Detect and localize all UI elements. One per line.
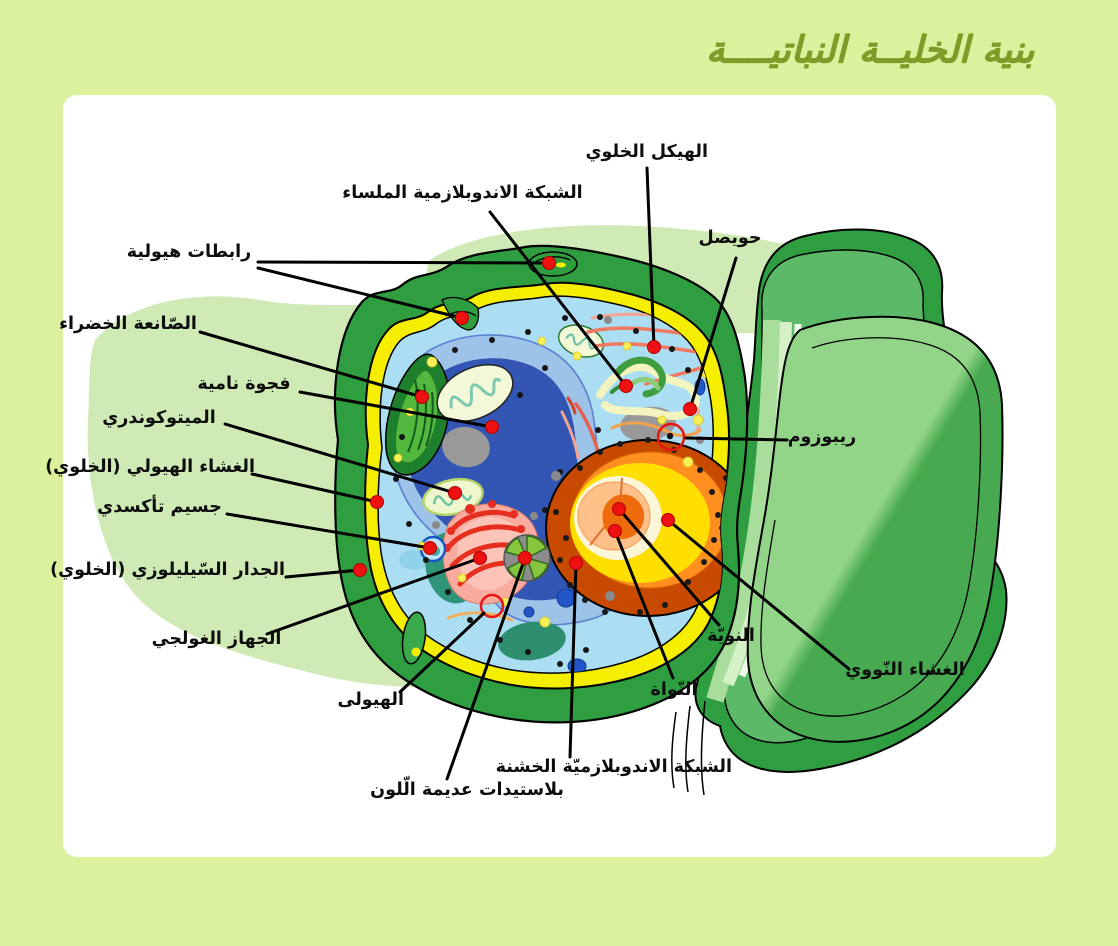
label-nucleolus: النويّة [707, 626, 755, 646]
label-nucleus: النّواة [650, 680, 698, 700]
label-nuclear-envelope: الغشاء النّووي [845, 660, 965, 680]
label-leucoplasts: بلاستيدات عديمة الّلون [370, 780, 564, 800]
label-cytoplasm: الهيولى [337, 690, 404, 710]
leader-lines [198, 166, 851, 781]
page-title: بنية الخليــة النباتيــــة [705, 28, 1035, 71]
main-cell [333, 244, 749, 724]
label-cell-wall: الجدار السّيليلوزي (الخلوي) [50, 560, 285, 580]
label-vesicle: حويصل [698, 228, 762, 248]
neighbour-cell [671, 228, 1008, 796]
label-smooth-er: الشبكة الاندوبلازمية الملساء [342, 183, 583, 203]
cytoplasm-indicator-circle [479, 593, 505, 619]
label-chloroplast: الصّانعة الخضراء [59, 314, 197, 334]
label-mitochondrion: الميتوكوندري [102, 408, 216, 428]
golgi-shape [442, 500, 539, 605]
label-vacuole: فجوة نامية [197, 374, 291, 394]
mitochondrion-shape [436, 363, 514, 423]
label-ribosome: ريبوزوم [787, 427, 857, 447]
label-plasmodesmata: رابطات هيولية [126, 242, 252, 262]
label-plasma-membrane: الغشاء الهيولي (الخلوي) [45, 457, 255, 477]
label-cytoskeleton: الهيكل الخلوي [585, 142, 709, 162]
gray-granules [432, 316, 704, 601]
label-rough-er: الشبكة الاندوبلازميّة الخشنة [495, 757, 732, 777]
leader-dots [353, 256, 697, 577]
label-peroxisome: جسيم تأكسدي [97, 497, 222, 517]
ribosome-indicator-circle [656, 422, 686, 452]
nucleus-shape [545, 437, 730, 617]
label-golgi: الجهاز الغولجي [151, 629, 282, 649]
